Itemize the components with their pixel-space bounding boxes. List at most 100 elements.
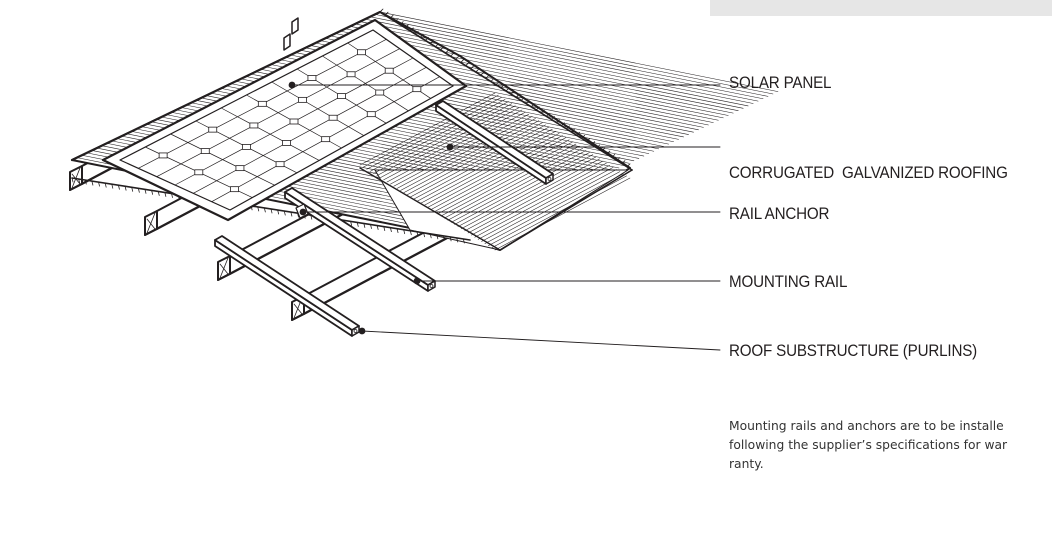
corrugation-line	[376, 103, 513, 176]
callout-solar-panel: SOLAR PANEL	[729, 74, 832, 92]
corrugation-line	[437, 141, 573, 215]
leader-purlins	[361, 330, 721, 351]
callout-roof-substructure: ROOF SUBSTRUCTURE (PURLINS)	[729, 342, 978, 360]
corrugation-tick	[409, 27, 414, 32]
corrugation-tick	[416, 231, 419, 237]
cell-connector	[208, 126, 218, 133]
corrugation-line	[379, 11, 779, 92]
corrugation-tick	[151, 189, 154, 195]
corrugation-tick	[540, 109, 545, 114]
corrugation-line	[369, 99, 506, 172]
corrugation-tick	[505, 87, 510, 92]
corrugation-tick	[601, 147, 606, 152]
corrugation-line	[359, 92, 496, 166]
corrugation-line	[344, 28, 744, 109]
corrugation-line	[477, 167, 614, 240]
corrugation-tick	[383, 226, 386, 231]
corrugation-tick	[389, 14, 394, 19]
corrugation-line	[403, 120, 540, 193]
corrugation-tick	[571, 128, 575, 133]
corrugation-tick	[429, 40, 434, 44]
corrugation-tick	[510, 90, 515, 95]
cell-connector	[298, 96, 307, 103]
corrugation-line	[373, 101, 509, 174]
leader-roofing-dot	[446, 143, 454, 151]
corrugation-tick	[566, 125, 570, 130]
corrugation-line	[400, 118, 536, 191]
corrugation-line	[364, 18, 764, 100]
corrugation-tick	[455, 56, 460, 60]
corrugation-tick	[591, 141, 596, 146]
cell-connector	[275, 161, 285, 168]
corrugation-line	[386, 109, 523, 183]
corrugation-tick	[545, 112, 550, 117]
corrugation-line	[467, 160, 604, 234]
purlin-end-x	[219, 257, 229, 279]
corrugation-tick	[277, 209, 280, 215]
cell-col-line	[170, 133, 275, 186]
corrugation-line	[474, 164, 611, 238]
corrugation-line	[393, 113, 530, 187]
purlin-stub	[283, 33, 291, 51]
leader-lines	[288, 81, 721, 351]
cell-connector	[307, 75, 317, 81]
corrugation-tick	[480, 71, 485, 76]
corrugation-line	[457, 154, 594, 227]
roof-ridge-edge	[70, 10, 382, 162]
corrugation-tick	[616, 157, 621, 161]
corrugation-tick	[456, 237, 459, 243]
corrugation-tick	[419, 33, 424, 38]
corrugation-tick	[104, 182, 107, 188]
corrugation-tick	[606, 150, 611, 155]
cell-col-line	[271, 81, 365, 136]
corrugation-line	[440, 143, 577, 217]
corrugation-tick	[399, 21, 404, 26]
corrugation-tick	[475, 68, 480, 73]
cell-connector	[346, 71, 356, 78]
mounting-rails	[214, 100, 554, 337]
corrugation-tick	[621, 160, 626, 165]
corrugation-tick	[403, 229, 406, 235]
corrugation-line	[413, 126, 550, 200]
corrugation-tick	[404, 24, 409, 29]
cell-connector	[194, 169, 204, 176]
corrugation-tick	[626, 163, 631, 168]
corrugation-line	[390, 111, 526, 185]
cell-connector	[249, 122, 259, 129]
corrugation-tick	[450, 52, 454, 57]
corrugation-line	[374, 14, 774, 95]
corrugation-line	[420, 130, 557, 204]
corrugation-tick	[350, 220, 353, 226]
callout-corrugated-roofing: CORRUGATED GALVANIZED ROOFING	[729, 164, 1008, 182]
corrugation-tick	[157, 191, 160, 196]
mounting-rail-right-end-hole	[429, 284, 434, 288]
corrugation-tick	[581, 134, 585, 139]
corrugation-tick	[118, 184, 120, 190]
header-bar	[710, 0, 1052, 16]
corrugation-tick	[370, 224, 372, 229]
corrugation-line	[487, 173, 624, 247]
mounting-rail-left-end-hole	[353, 329, 358, 333]
corrugation-tick	[144, 188, 147, 194]
corrugation-tick	[396, 228, 399, 234]
corrugation-tick	[257, 206, 260, 212]
corrugation-tick	[586, 138, 591, 142]
corrugation-line	[379, 105, 516, 179]
corrugation-tick	[520, 97, 525, 101]
corrugation-tick	[409, 230, 412, 236]
cell-connector	[200, 148, 210, 154]
cell-connector	[321, 136, 331, 143]
corrugation-line	[366, 96, 503, 170]
corrugation-line	[363, 94, 499, 168]
cell-col-line	[220, 107, 320, 161]
callout-mounting-rail: MOUNTING RAIL	[729, 273, 848, 291]
corrugation-line	[349, 26, 749, 107]
cell-connector	[230, 186, 239, 193]
cell-connector	[366, 111, 376, 118]
corrugation-tick	[436, 234, 439, 240]
leader-purlins-dot	[358, 327, 366, 335]
corrugation-line	[427, 135, 563, 208]
corrugation-line	[423, 133, 560, 206]
corrugation-tick	[445, 49, 449, 54]
